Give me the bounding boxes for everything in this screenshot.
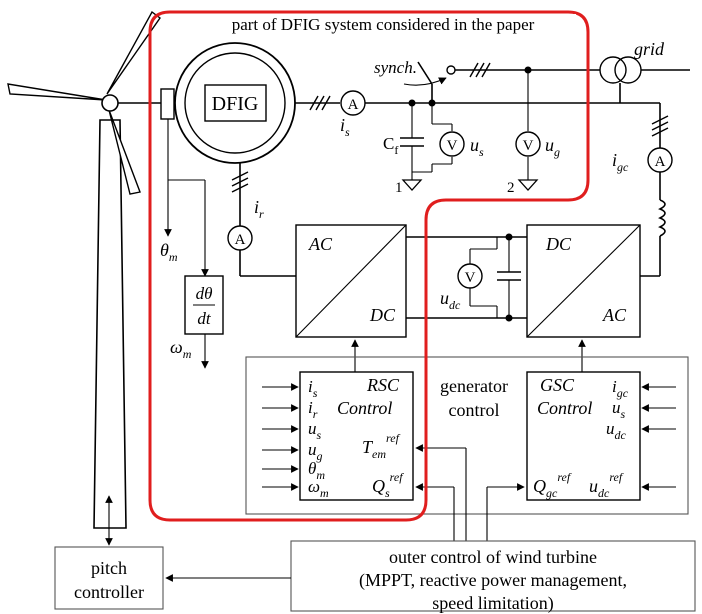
svg-text:dt: dt [197,309,212,328]
svg-text:AC: AC [308,234,333,254]
svg-text:igc: igc [612,377,629,400]
svg-text:us: us [612,398,626,421]
rsc-input: us [262,419,322,442]
svg-text:V: V [523,138,534,154]
ground-2 [517,179,539,191]
voltmeter-ug [515,131,541,157]
synch-switch [417,61,433,85]
label-synch: synch. [374,58,417,77]
svg-text:ug: ug [308,440,323,463]
label-ug: ug [545,135,560,159]
dfig-label: DFIG [212,93,259,115]
svg-text:AC: AC [602,305,627,325]
svg-text:us: us [308,419,322,442]
svg-text:V: V [447,138,458,154]
ground-1 [401,179,423,191]
svg-text:dθ: dθ [196,284,213,303]
outer-control-box [290,540,696,612]
svg-text:ωm: ωm [308,477,329,500]
label-theta-m: θm [160,240,178,264]
label-is: is [340,115,350,139]
svg-text:control: control [449,400,500,420]
label-cf: Cf [383,134,398,157]
svg-text:is: is [308,377,318,400]
rsc-control-box [299,371,414,501]
voltmeter-us [439,131,465,157]
label-us: us [470,135,484,159]
svg-text:Control: Control [337,398,392,418]
svg-text:GSC: GSC [540,375,575,395]
svg-text:generator: generator [440,376,508,396]
gsc-control-box [526,371,641,501]
svg-text:1: 1 [395,180,403,196]
label-tem-ref: Temref [362,431,401,461]
rsc-input: ir [262,398,318,421]
turbine-blade [7,83,107,101]
svg-text:A: A [655,154,666,170]
considered-region-label: part of DFIG system considered in the pa… [232,15,535,34]
turbine-hub [101,94,119,112]
rsc-input: ug [262,440,323,463]
label-igc: igc [612,150,629,174]
svg-text:DC: DC [545,234,572,254]
label-udc-ref: udcref [589,470,624,500]
svg-text:A: A [348,97,359,113]
transformer [599,56,627,84]
svg-text:controller: controller [74,582,144,602]
svg-text:outer control of wind turbine: outer control of wind turbine [389,547,597,567]
generator-control-box [245,356,689,515]
pitch-controller-box [54,546,164,610]
rsc-input: is [262,377,318,400]
wind-turbine [7,10,161,529]
svg-text:pitch: pitch [91,558,127,578]
label-qgc-ref: Qgcref [533,470,572,500]
considered-region-outline [148,10,590,522]
svg-text:A: A [235,232,246,248]
turbine-tower [93,119,127,529]
svg-text:RSC: RSC [366,375,400,395]
svg-text:Control: Control [537,398,592,418]
label-qs-ref: Qsref [372,470,404,500]
svg-text:ir: ir [308,398,318,421]
svg-text:speed limitation): speed limitation) [432,593,553,614]
label-omega-m: ωm [170,337,192,361]
svg-text:2: 2 [507,180,515,196]
shaft-coupling [160,88,175,120]
svg-text:udc: udc [606,419,627,442]
svg-text:V: V [465,270,476,286]
filter-inductor [658,199,666,237]
turbine-blade [108,109,141,195]
label-grid: grid [634,39,665,59]
svg-text:DC: DC [369,305,396,325]
rsc-input: ωm [262,477,329,500]
triple-tick [309,95,331,111]
svg-text:θm: θm [308,459,325,482]
dfig-box [204,84,267,122]
label-ir: ir [254,197,264,221]
svg-text:(MPPT, reactive power manageme: (MPPT, reactive power management, [359,570,627,591]
label-udc: udc [440,288,461,312]
rsc-inputs: is ir us ug θm ωm [262,377,329,500]
rsc-input: θm [262,459,325,482]
